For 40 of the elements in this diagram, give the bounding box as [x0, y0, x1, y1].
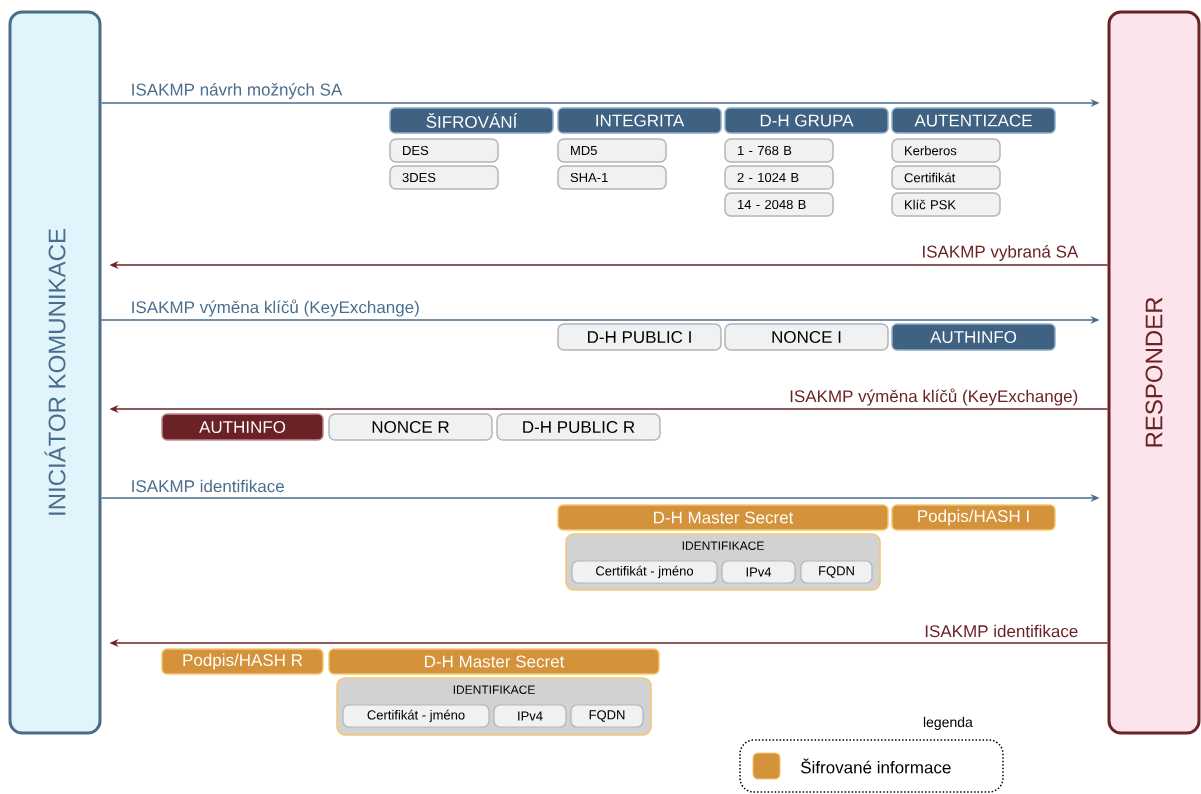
option-box: 1 - 768 B — [724, 138, 834, 163]
encrypted-box: Podpis/HASH I — [891, 504, 1056, 531]
option-box: 2 - 1024 B — [724, 165, 834, 190]
payload-box: NONCE R — [328, 413, 493, 441]
actor-box: INICIÁTOR KOMUNIKACE — [8, 10, 102, 735]
edge-label: ISAKMP výměna klíčů (KeyExchange) — [129, 298, 421, 318]
header-box: AUTENTIZACE — [891, 107, 1056, 134]
edge-label: ISAKMP identifikace — [923, 623, 1080, 639]
header-box: ŠIFROVÁNÍ — [389, 107, 554, 134]
option-box: 14 - 2048 B — [724, 192, 834, 217]
legend-title: legenda — [923, 716, 973, 730]
identifier-box: FQDN — [800, 560, 873, 584]
edge-label: ISAKMP vybraná SA — [920, 243, 1080, 262]
identifier-box: IPv4 — [493, 704, 567, 728]
encrypted-box: D-H Master Secret — [557, 504, 889, 531]
edge-label: ISAKMP výměna klíčů (KeyExchange) — [788, 387, 1080, 407]
identifier-box: Certifikát - jméno — [342, 704, 490, 728]
header-box: INTEGRITA — [557, 107, 722, 134]
identifier-box: FQDN — [570, 704, 644, 728]
payload-box: D-H PUBLIC R — [496, 413, 661, 441]
header-box: AUTHINFO — [891, 323, 1056, 351]
payload-box: NONCE I — [724, 323, 889, 351]
header-box: D-H GRUPA — [724, 107, 889, 134]
option-box: 3DES — [389, 165, 499, 190]
edge-label: ISAKMP návrh možných SA — [129, 81, 344, 100]
legend-text: Šifrované informace — [801, 758, 951, 774]
encrypted-box: Podpis/HASH R — [161, 648, 324, 675]
edge-label: ISAKMP identifikace — [129, 478, 286, 494]
identifier-box: Certifikát - jméno — [571, 560, 718, 584]
actor-box: RESPONDER — [1107, 10, 1201, 735]
encrypted-box: D-H Master Secret — [328, 648, 660, 675]
option-box: SHA-1 — [557, 165, 667, 190]
option-box: MD5 — [557, 138, 667, 163]
header-box: AUTHINFO — [161, 413, 324, 441]
option-box: Certifikát — [891, 165, 1001, 190]
payload-box: D-H PUBLIC I — [557, 323, 722, 351]
option-box: Klíč PSK — [891, 192, 1001, 217]
option-box: Kerberos — [891, 138, 1001, 163]
identifier-box: IPv4 — [721, 560, 796, 584]
option-box: DES — [389, 138, 499, 163]
